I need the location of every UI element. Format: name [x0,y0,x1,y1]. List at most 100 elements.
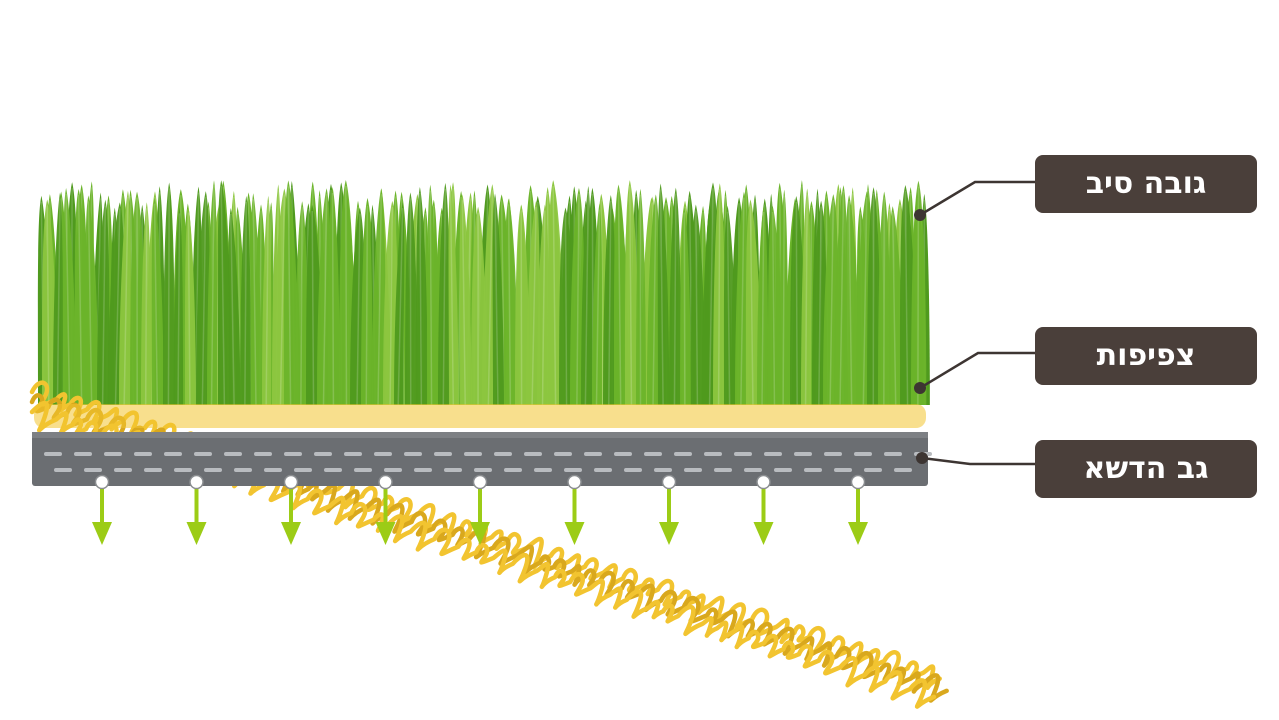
grass-blade-highlight [210,186,215,406]
grass-blade [295,201,309,405]
grass-blade [262,195,272,405]
grass-fibers [37,180,930,406]
grass-blade [723,205,737,405]
grass-blade-highlight [177,213,181,406]
backing-stitch [84,468,102,472]
grass-blade-highlight [187,212,191,406]
grass-blade-highlight [56,198,61,406]
grass-blade [812,200,828,405]
backing-stitch [644,452,662,456]
grass-blade [283,180,299,405]
grass-blade [217,180,233,405]
backing-stitch [834,468,852,472]
backing-stitch [414,468,432,472]
arrow-down-icon [92,474,112,545]
drainage-arrows [92,474,868,545]
grass-blade [680,206,691,405]
grass-blade-highlight [442,188,447,406]
drain-arrow-head [470,522,490,545]
backing-stitch [234,468,252,472]
drain-arrow-head [186,522,207,545]
drain-hole [756,474,771,490]
backing-stitch [344,452,362,456]
grass-blade [537,204,550,405]
grass-blade [713,183,726,405]
grass-blade [844,195,860,405]
grass-blade-highlight [201,197,207,406]
grass-blade-highlight [449,190,455,406]
backing-stitch [354,468,372,472]
grass-blade-highlight [114,208,121,406]
backing-stitch [114,468,132,472]
label-leaders [914,180,1035,466]
drain-arrow-head [753,522,774,545]
backing-stitch [824,452,842,456]
backing-stitch [144,468,162,472]
thatch-layer [29,380,949,709]
grass-blade [757,206,769,405]
grass-blade [503,198,519,405]
drain-arrow-head [375,522,396,545]
arrow-down-icon [281,474,301,545]
backing-strip [32,432,928,486]
grass-blade-highlight [397,208,404,406]
backing-stitch [554,452,572,456]
grass-blade-highlight [389,206,394,406]
grass-blade-highlight [220,186,226,406]
grass-blade-highlight [652,200,657,406]
grass-blade-highlight [144,208,148,406]
grass-blade [779,189,789,405]
grass-blade-highlight [726,211,731,406]
backing-stitch [324,468,342,472]
grass-blade [767,206,783,405]
grass-blade-highlight [771,212,776,406]
grass-blade-highlight [695,210,699,406]
grass-blade [85,195,99,405]
backing-stitch [674,452,692,456]
backing-stitch [374,452,392,456]
drain-hole [661,474,677,490]
grass-blade-highlight [322,194,328,406]
grass-blade [647,194,661,405]
backing-stitch [74,452,92,456]
grass-blade-highlight [708,188,714,406]
leader-line [919,351,1035,390]
backing-stitch [594,468,612,472]
arrow-down-icon [659,474,679,545]
backing-stitch [54,468,72,472]
grass-blade-highlight [65,193,71,406]
grass-blade-highlight [904,190,909,406]
backing-stitch [204,468,222,472]
grass-blade [405,192,418,405]
backing-stitch [264,468,282,472]
drain-hole [567,474,582,490]
arrow-down-icon [375,474,396,545]
grass-blade [482,184,497,405]
backing-stitch [174,468,192,472]
grass-blade-highlight [795,201,798,406]
backing-stitch [884,452,902,456]
backing-stitch [404,452,422,456]
grass-blade-highlight [461,200,466,406]
drain-arrow-head [659,522,679,545]
backing-stitch [534,468,552,472]
grass-blade-highlight [541,210,546,406]
drain-arrow-head [281,522,301,545]
drain-hole [850,474,866,490]
grass-blade-highlight [429,190,433,406]
backing-stitch [804,468,822,472]
grass-blade-highlight [123,196,129,406]
grass-blade [603,194,616,405]
grass-blade [735,191,749,405]
drain-hole [283,474,299,490]
drain-hole [94,474,110,490]
backing-stitch [384,468,402,472]
grass-blade [207,180,218,405]
grass-blade [581,185,591,405]
grass-blade [163,182,176,405]
grass-blade [53,192,63,405]
backing-stitch [764,452,782,456]
backing-stitch [714,468,732,472]
grass-blade-highlight [311,211,315,406]
